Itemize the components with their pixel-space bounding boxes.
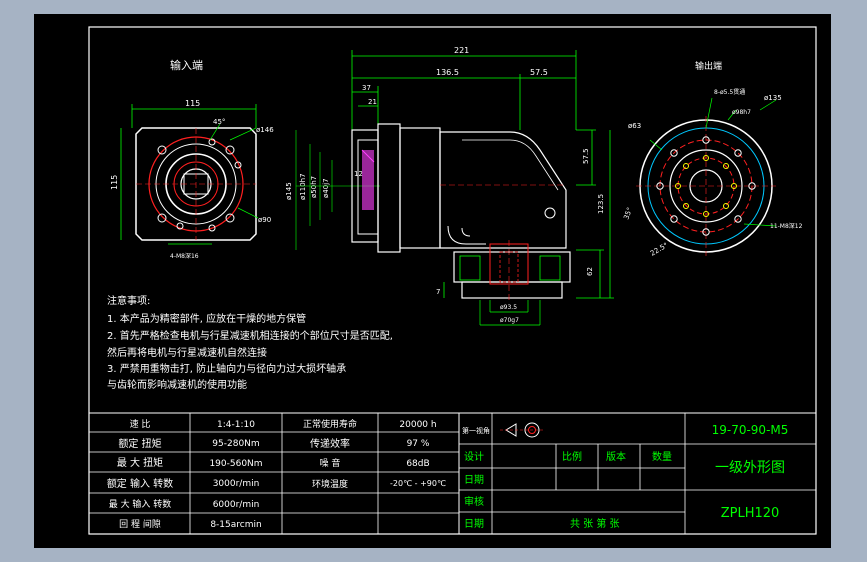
notes-block: 注意事项: 1. 本产品为精密部件, 应放在干燥的地方保管 2. 首先严格检查电…	[107, 294, 393, 391]
dim-45deg: 45°	[213, 118, 225, 126]
sheet-background	[34, 14, 831, 548]
dim-4xm-input: 4-M8深16	[170, 252, 199, 260]
tb-date1: 日期	[464, 474, 484, 486]
spec-r4c1: 额定 输入 转数	[107, 477, 173, 490]
spec-r2c1: 额定 扭矩	[118, 437, 161, 450]
spec-r5c1: 最 大 输入 转数	[109, 498, 172, 510]
spec-table: 速 比 1:4-1:10 正常使用寿命 20000 h 额定 扭矩 95-280…	[88, 412, 460, 535]
output-view-label: 输出端	[695, 60, 722, 72]
notes-line-4: 3. 严禁用重物击打, 防止轴向力与径向力过大损坏轴承	[107, 362, 346, 375]
dim-11m: 11-M8深12	[770, 222, 803, 230]
spec-r6c2: 8-15arcmin	[210, 520, 261, 530]
dim-output-holes: 8-ø5.5贯通	[714, 88, 745, 96]
dim-115-top: 115	[185, 99, 200, 108]
tb-sheets: 共 张 第 张	[570, 517, 620, 530]
spec-r1c4: 20000 h	[399, 420, 436, 430]
output-end-view: 输出端 8-ø5.5贯通 ø135 ø98h7 ø63	[622, 60, 802, 258]
view-angle-label: 第一视角	[462, 426, 490, 435]
dim-phi93-5: ø93.5	[500, 304, 517, 311]
tb-audit: 审核	[464, 495, 484, 508]
spec-r2c3: 传递效率	[310, 437, 350, 450]
dim-phi145: ø145	[285, 182, 293, 200]
dim-phi146: ø146	[256, 126, 274, 134]
dim-21: 21	[368, 98, 377, 106]
spec-r4c3: 环境温度	[312, 478, 348, 490]
tb-date2: 日期	[464, 518, 484, 530]
spec-r2c2: 95-280Nm	[212, 439, 259, 449]
dim-phi50: ø50h7	[310, 176, 318, 198]
dim-phi98: ø98h7	[732, 109, 751, 116]
drawing-name: 一级外形图	[715, 460, 785, 476]
spec-r3c4: 68dB	[406, 459, 429, 469]
spec-r1c2: 1:4-1:10	[217, 420, 255, 430]
dim-57-5-right: 57.5	[582, 148, 590, 164]
input-view-label: 输入端	[170, 58, 203, 72]
dim-phi70g7: ø70g7	[500, 317, 519, 324]
dim-115-left: 115	[110, 175, 119, 190]
tb-design: 设计	[464, 450, 484, 463]
dim-136-5: 136.5	[436, 68, 459, 77]
spec-r2c4: 97 %	[407, 439, 430, 449]
notes-line-1: 1. 本产品为精密部件, 应放在干燥的地方保管	[107, 312, 306, 325]
title-block: 第一视角 设计 日期 审核 日期 比例 版本 数量 共 张 第 张 19-70-…	[458, 412, 817, 535]
notes-line-3: 然后再将电机与行星减速机自然连接	[107, 346, 267, 359]
spec-r4c2: 3000r/min	[213, 479, 260, 489]
dim-7: 7	[436, 288, 440, 296]
spec-r3c2: 190-560Nm	[209, 459, 262, 469]
input-end-view: 输入端 115 115 45° ø146 ø90 4	[110, 58, 274, 260]
model-number: ZPLH120	[721, 506, 780, 521]
dim-37: 37	[362, 84, 371, 92]
spec-r3c1: 最 大 扭矩	[117, 456, 163, 469]
spec-r5c2: 6000r/min	[213, 500, 260, 510]
drawing-number: 19-70-90-M5	[712, 423, 789, 437]
dim-phi63: ø63	[628, 122, 641, 130]
dim-221: 221	[454, 46, 469, 55]
dim-35deg: 35°	[622, 206, 634, 220]
spec-r4c4: -20℃ - +90℃	[390, 479, 446, 488]
spec-r6c1: 回 程 间隙	[119, 518, 161, 530]
dim-123-5: 123.5	[597, 194, 605, 214]
tb-scale: 比例	[562, 450, 582, 463]
spec-r1c3: 正常使用寿命	[303, 418, 357, 430]
dim-phi110: ø110h7	[299, 173, 307, 200]
spec-r1c1: 速 比	[130, 418, 151, 430]
notes-line-2: 2. 首先严格检查电机与行星减速机相连接的个部位尺寸是否匹配,	[107, 329, 393, 342]
side-elevation-view: 221 136.5 57.5 37 21 ø145 ø110h7 ø50h7 ø…	[285, 46, 614, 326]
notes-line-5: 与齿轮而影响减速机的使用功能	[107, 378, 247, 391]
spec-r3c3: 噪 音	[320, 457, 341, 469]
notes-title: 注意事项:	[107, 294, 150, 307]
dim-57-5-top: 57.5	[530, 68, 548, 77]
dim-phi90: ø90	[258, 216, 271, 224]
dim-62: 62	[586, 267, 594, 276]
dim-phi135: ø135	[764, 94, 782, 102]
tb-quantity: 数量	[652, 450, 672, 463]
tb-version: 版本	[606, 450, 626, 463]
dim-phi40: ø40j7	[322, 178, 330, 198]
